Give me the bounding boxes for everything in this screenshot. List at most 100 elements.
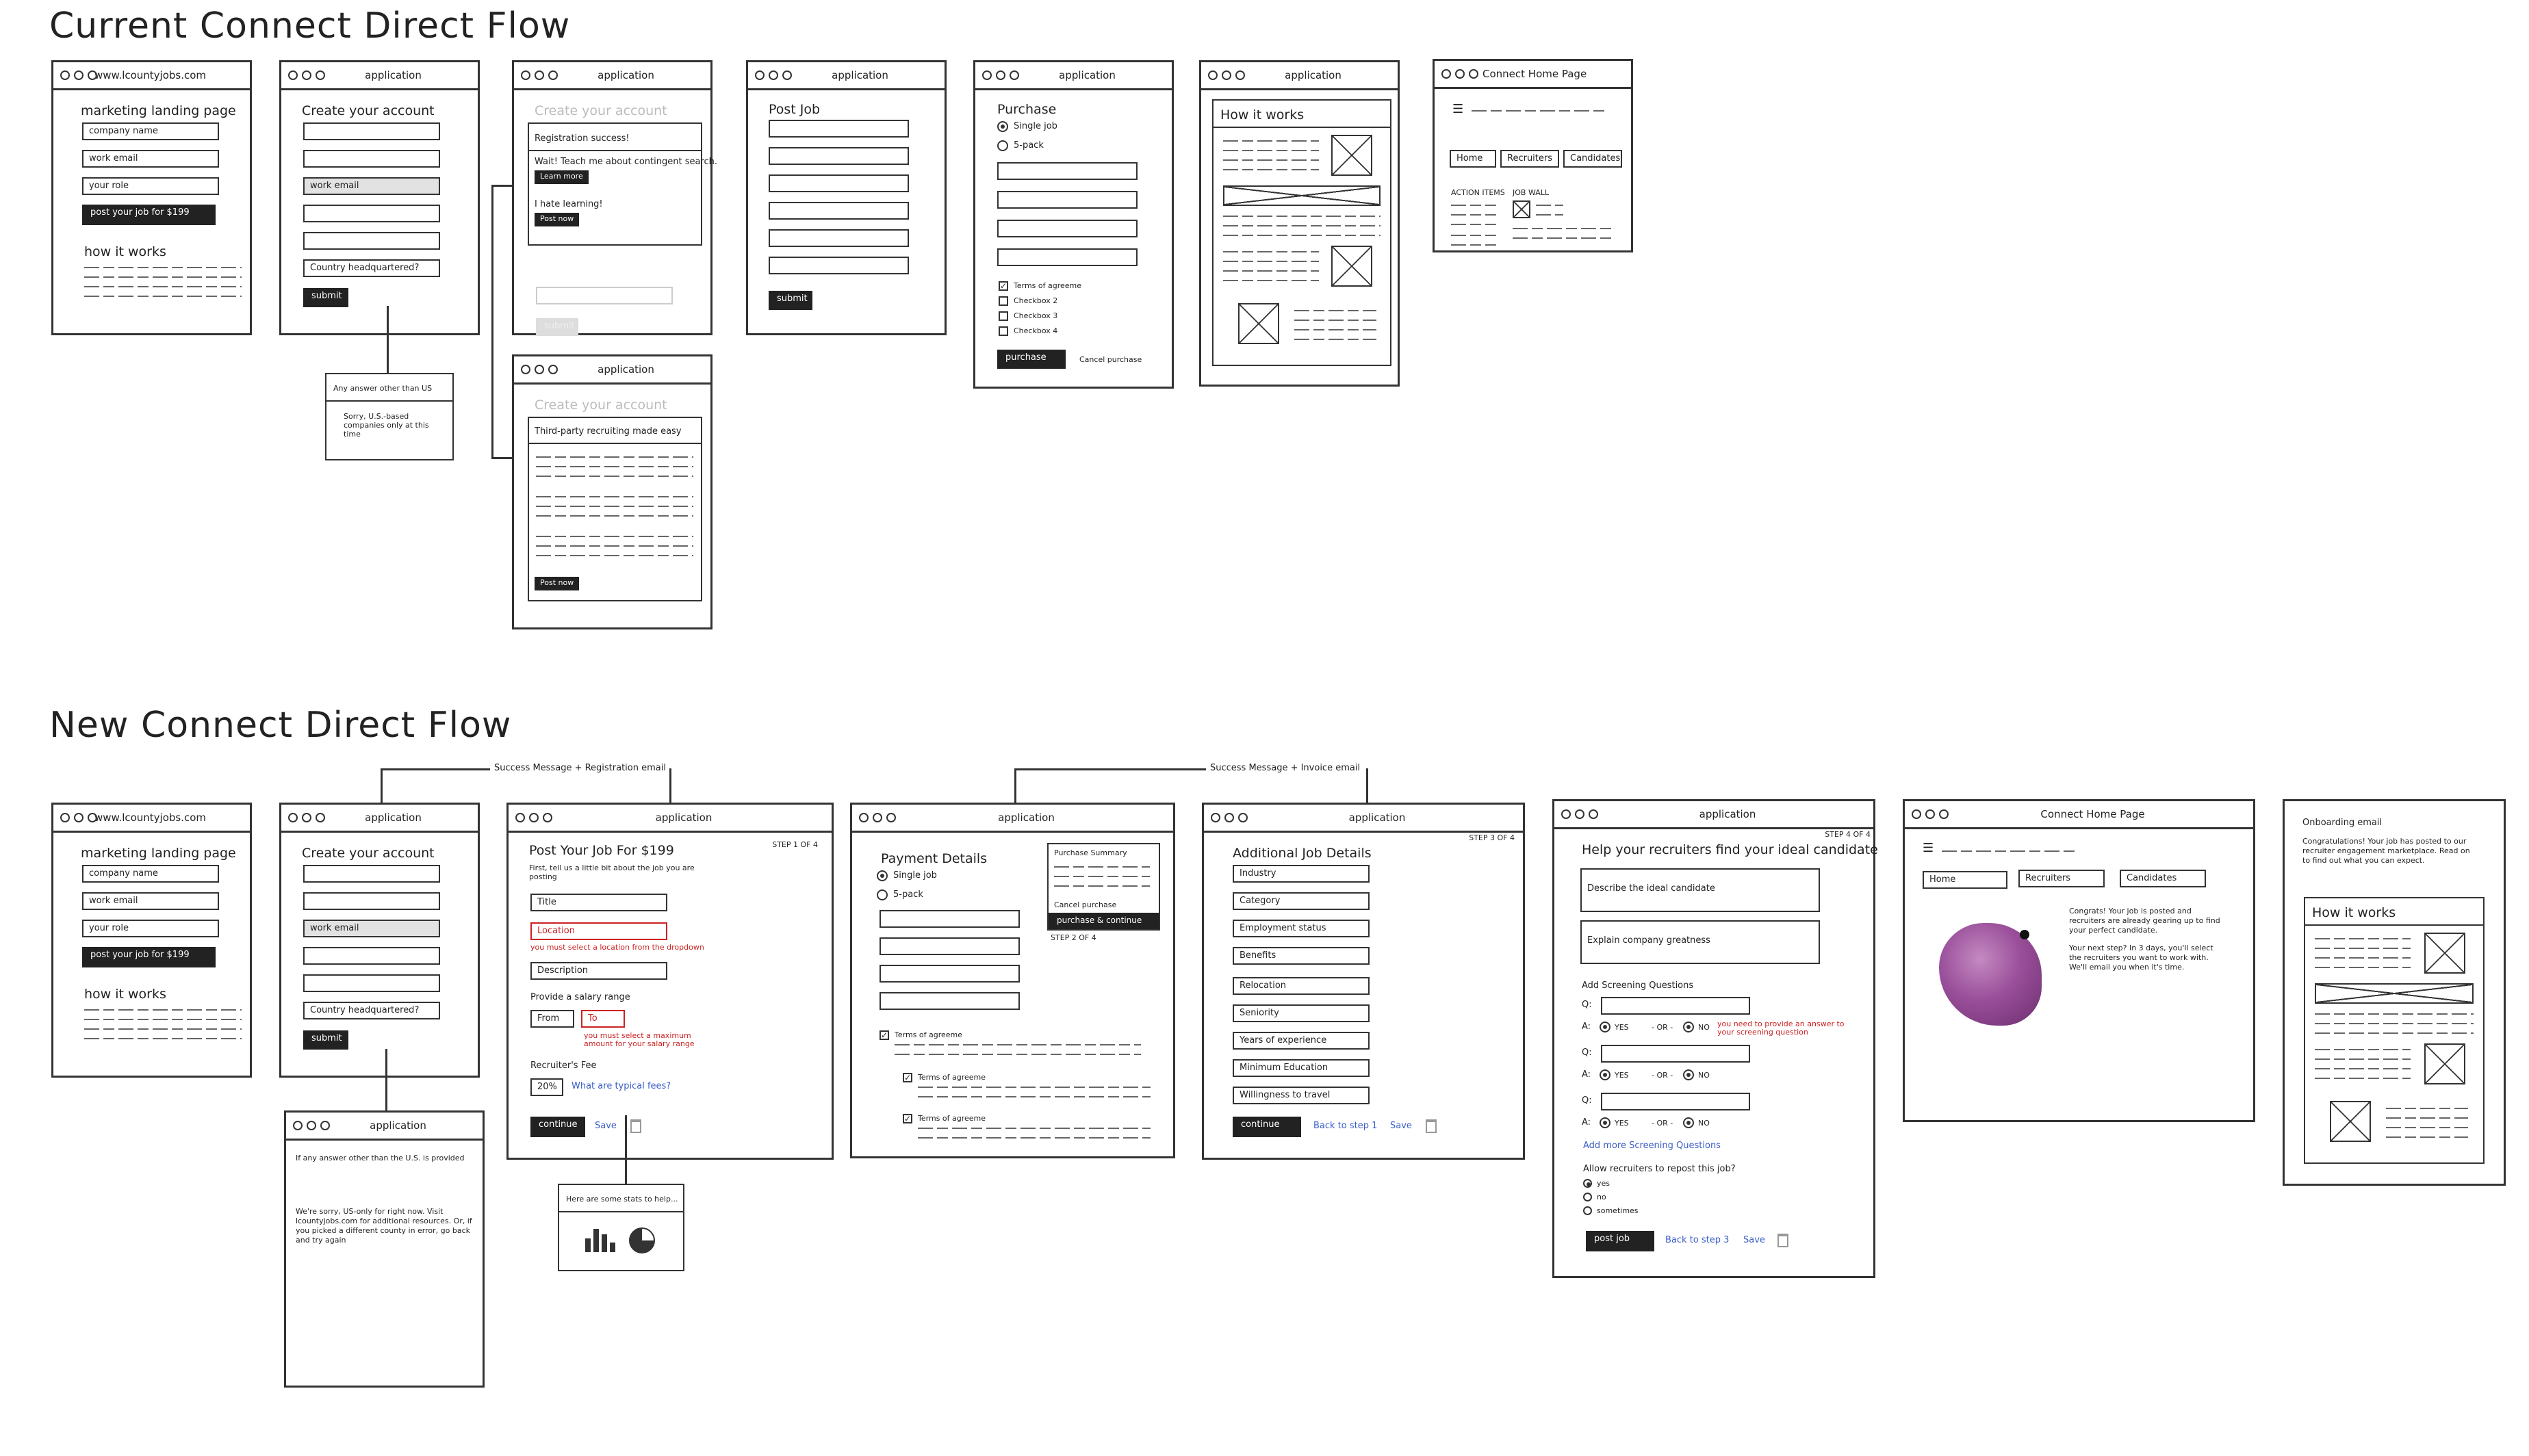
salary-to-input[interactable]: To [581,1010,625,1028]
submit-button[interactable]: submit [303,288,348,307]
no-radio[interactable] [1683,1022,1694,1032]
continue-button[interactable]: continue [1233,1117,1301,1137]
title-input[interactable]: Title [530,894,667,911]
country-select[interactable]: Country headquartered? [303,259,440,277]
save-link[interactable]: Save [1390,1121,1412,1131]
input-field[interactable] [303,947,440,965]
input-field[interactable] [997,248,1138,266]
input-field[interactable] [769,202,909,220]
menu-icon[interactable]: ☰ [1923,841,1934,855]
post-job-button[interactable]: post your job for $199 [82,947,216,967]
industry-field[interactable]: Industry [1233,865,1370,883]
work-email-input[interactable]: work email [82,150,219,168]
input-field[interactable] [769,229,909,247]
input-field[interactable] [769,147,909,165]
purchase-continue-button[interactable]: purchase & continue [1049,913,1159,929]
back-link[interactable]: Back to step 1 [1313,1121,1378,1131]
menu-icon[interactable]: ☰ [1452,102,1464,116]
relocation-field[interactable]: Relocation [1233,977,1370,995]
country-select[interactable]: Country headquartered? [303,1002,440,1019]
continue-button[interactable]: continue [530,1117,585,1137]
education-field[interactable]: Minimum Education [1233,1059,1370,1077]
terms-checkbox-2[interactable]: ✓ [903,1073,912,1082]
work-email-input[interactable]: work email [303,920,440,937]
terms-checkbox-1[interactable]: ✓ [880,1030,889,1040]
location-input[interactable]: Location [530,922,667,940]
input-field[interactable] [303,892,440,910]
fee-input[interactable]: 20% [530,1078,563,1096]
input-field[interactable] [769,174,909,192]
role-input[interactable]: your role [82,920,219,937]
input-field[interactable] [303,205,440,222]
travel-field[interactable]: Willingness to travel [1233,1087,1370,1104]
trash-icon[interactable] [630,1119,641,1133]
post-now-button[interactable]: Post now [535,213,580,226]
single-job-radio[interactable] [877,870,888,881]
submit-button[interactable]: submit [769,291,812,310]
company-name-input[interactable]: company name [82,865,219,883]
repost-sometimes-radio[interactable] [1583,1206,1592,1215]
employment-status-field[interactable]: Employment status [1233,920,1370,937]
cancel-purchase-link[interactable]: Cancel purchase [1079,355,1142,364]
nav-recruiters[interactable]: Recruiters [1500,150,1559,168]
terms-checkbox-3[interactable]: ✓ [903,1114,912,1123]
describe-candidate-input[interactable]: Describe the ideal candidate [1580,868,1820,912]
save-link[interactable]: Save [595,1121,617,1131]
yes-radio[interactable] [1600,1069,1610,1080]
five-pack-radio[interactable] [877,889,888,900]
nav-recruiters[interactable]: Recruiters [2018,870,2105,887]
question-input[interactable] [1601,997,1750,1015]
company-name-input[interactable]: company name [82,122,219,140]
post-job-button[interactable]: post job [1586,1231,1654,1251]
benefits-field[interactable]: Benefits [1233,947,1370,965]
yes-radio[interactable] [1600,1117,1610,1128]
terms-checkbox[interactable]: ✓ [999,281,1008,291]
input-field[interactable] [997,191,1138,209]
submit-button[interactable]: submit [303,1030,348,1050]
question-input[interactable] [1601,1093,1750,1110]
cancel-purchase-link[interactable]: Cancel purchase [1054,900,1117,909]
nav-home[interactable]: Home [1450,150,1496,168]
input-field[interactable] [997,162,1138,180]
category-field[interactable]: Category [1233,892,1370,910]
nav-candidates[interactable]: Candidates [2120,870,2206,887]
experience-field[interactable]: Years of experience [1233,1032,1370,1050]
input-field[interactable] [303,974,440,992]
description-input[interactable]: Description [530,962,667,980]
save-link[interactable]: Save [1743,1235,1765,1245]
work-email-input[interactable]: work email [82,892,219,910]
role-input[interactable]: your role [82,177,219,195]
input-field[interactable] [880,965,1020,983]
yes-radio[interactable] [1600,1022,1610,1032]
add-more-questions-link[interactable]: Add more Screening Questions [1583,1141,1721,1151]
trash-icon[interactable] [1777,1234,1788,1247]
no-radio[interactable] [1683,1117,1694,1128]
input-field[interactable] [303,122,440,140]
back-link[interactable]: Back to step 3 [1665,1235,1730,1245]
salary-from-input[interactable]: From [530,1010,574,1028]
work-email-input[interactable]: work email [303,177,440,195]
repost-no-radio[interactable] [1583,1193,1592,1201]
no-radio[interactable] [1683,1069,1694,1080]
checkbox-4[interactable] [999,326,1008,336]
input-field[interactable] [303,150,440,168]
purchase-button[interactable]: purchase [997,350,1066,369]
company-greatness-input[interactable]: Explain company greatness [1580,920,1820,964]
repost-yes-radio[interactable] [1583,1179,1592,1188]
input-field[interactable] [880,910,1020,928]
seniority-field[interactable]: Seniority [1233,1004,1370,1022]
input-field[interactable] [303,865,440,883]
input-field[interactable] [880,992,1020,1010]
nav-candidates[interactable]: Candidates [1563,150,1622,168]
five-pack-radio[interactable] [997,140,1008,151]
learn-more-button[interactable]: Learn more [535,170,589,184]
input-field[interactable] [880,937,1020,955]
post-now-button[interactable]: Post now [535,577,580,590]
nav-home[interactable]: Home [1923,871,2007,889]
typical-fees-link[interactable]: What are typical fees? [572,1081,671,1091]
input-field[interactable] [769,257,909,274]
input-field[interactable] [769,120,909,138]
input-field[interactable] [303,232,440,250]
single-job-radio[interactable] [997,121,1008,132]
post-job-button[interactable]: post your job for $199 [82,205,216,225]
